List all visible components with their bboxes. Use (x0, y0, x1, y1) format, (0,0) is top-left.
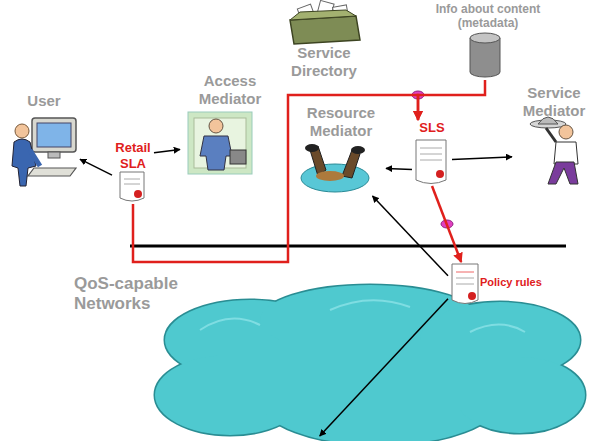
diagram-node: Resource Mediator (296, 104, 386, 196)
node-label: Service Mediator (512, 84, 596, 120)
node-label: QoS-capable Networks (74, 274, 214, 315)
connector (133, 95, 418, 262)
diagram-node: Retail SLA (112, 140, 154, 204)
diagram-node: Service Directory (284, 2, 364, 80)
resource-mediator-icon (301, 144, 369, 192)
node-label: Resource Mediator (296, 104, 386, 140)
node-label: Info about content (metadata) (428, 2, 548, 31)
diagram-node: SLS (412, 120, 452, 186)
diagram-node: Info about content (metadata) (428, 2, 548, 80)
connector (452, 157, 512, 160)
connector (386, 168, 412, 169)
diagram-node: Service Mediator (512, 84, 596, 188)
service-mediator-icon (530, 117, 578, 184)
node-label: SLS (412, 120, 452, 136)
sls-document (416, 140, 446, 184)
connector (80, 159, 112, 175)
connector (432, 186, 461, 262)
database-cylinder (470, 33, 500, 77)
layer-separator (130, 245, 566, 248)
connector (320, 299, 448, 436)
diagram-node: User (8, 92, 80, 188)
access-mediator-icon (188, 112, 252, 174)
node-label: Retail SLA (112, 140, 154, 171)
network-cloud (155, 285, 585, 441)
connector (373, 196, 449, 276)
diagram-node: Policy rules (448, 262, 542, 308)
connector (154, 149, 180, 152)
user-icon (12, 118, 76, 186)
node-label: Access Mediator (180, 72, 280, 108)
node-label: Service Directory (284, 44, 364, 80)
node-label: Policy rules (480, 276, 542, 289)
service-directory-icon (290, 0, 360, 44)
sla-document (120, 172, 144, 201)
diagram-node: Access Mediator (180, 72, 280, 178)
policy-document (452, 264, 478, 304)
connector (418, 80, 485, 120)
diagram-node: QoS-capable Networks (60, 268, 590, 436)
node-label: User (8, 92, 80, 110)
